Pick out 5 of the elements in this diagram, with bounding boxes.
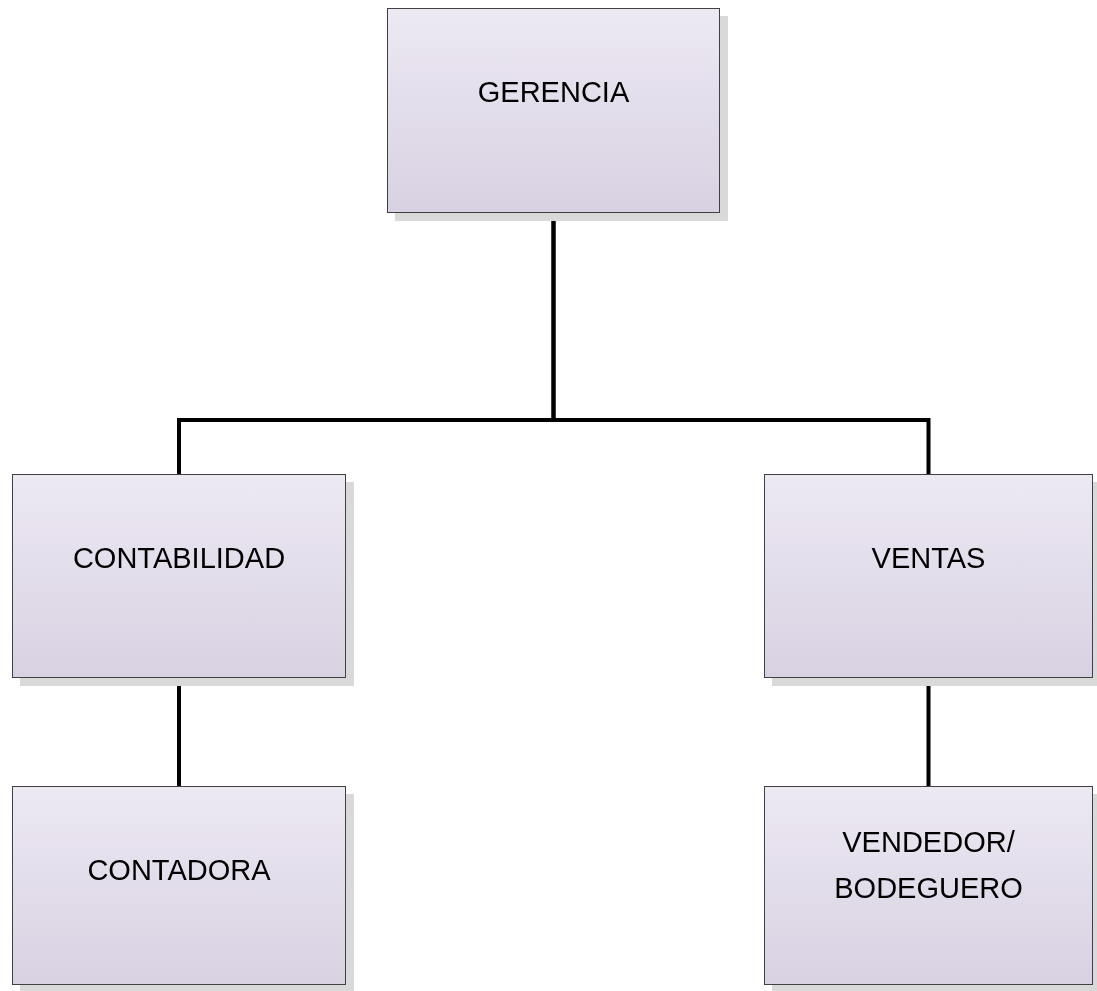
box-label: CONTABILIDAD xyxy=(72,541,286,576)
box-label: VENDEDOR/ BODEGUERO xyxy=(833,825,1024,906)
box-label: CONTADORA xyxy=(87,853,271,888)
box-label: VENTAS xyxy=(871,541,986,576)
box-label: GERENCIA xyxy=(477,75,630,110)
